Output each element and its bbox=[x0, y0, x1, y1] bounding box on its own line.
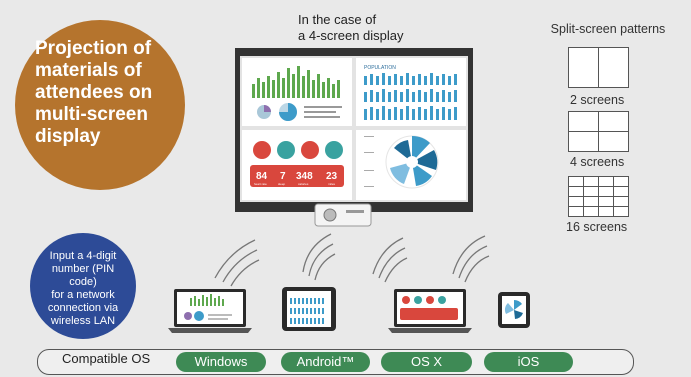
stat-value: 23 bbox=[326, 171, 338, 182]
stat-icons bbox=[253, 141, 343, 159]
projector-icon bbox=[314, 203, 372, 227]
stat-label: miles bbox=[328, 182, 336, 186]
population-people bbox=[364, 73, 457, 120]
smartphone-device bbox=[498, 292, 530, 328]
compatible-os-label: Compatible OS bbox=[62, 351, 151, 366]
projection-screen: POPULATION 84 7 348 23 heart rate sleep … bbox=[240, 56, 468, 202]
panel-population bbox=[356, 58, 466, 126]
split-screen-title: Split-screen patterns bbox=[550, 22, 666, 36]
os-pill-osx: OS X bbox=[381, 352, 472, 372]
split-label-16: 16 screens bbox=[566, 220, 628, 234]
screen-caption: In the case of a 4-screen display bbox=[298, 12, 404, 43]
pin-circle bbox=[30, 233, 136, 339]
split-label-2: 2 screens bbox=[570, 93, 625, 107]
os-pill-windows: Windows bbox=[176, 352, 266, 372]
pin-instruction: Input a 4-digit number (PIN code) for a … bbox=[47, 250, 119, 327]
population-title: POPULATION bbox=[364, 65, 396, 71]
radial-chart bbox=[385, 135, 439, 189]
os-pill-ios: iOS bbox=[484, 352, 573, 372]
laptop-device-2 bbox=[388, 289, 472, 333]
tablet-device bbox=[282, 287, 336, 331]
stat-value: 7 bbox=[280, 171, 286, 182]
wifi-waves bbox=[214, 233, 490, 287]
split-label-4: 4 screens bbox=[570, 155, 625, 169]
stat-value: 348 bbox=[296, 171, 313, 182]
stat-label: calories bbox=[298, 182, 309, 186]
green-bar-chart bbox=[252, 66, 340, 98]
headline-circle bbox=[15, 20, 185, 190]
laptop-device-1 bbox=[168, 289, 252, 333]
os-pill-android: Android™ bbox=[281, 352, 370, 372]
headline: Projection of materials of attendees on … bbox=[35, 38, 153, 147]
split-4-screens bbox=[568, 111, 629, 152]
stat-value: 84 bbox=[256, 171, 268, 182]
split-16-screens bbox=[568, 176, 629, 217]
stat-label: heart rate bbox=[254, 182, 267, 186]
stats-bar bbox=[250, 165, 344, 187]
stat-label: sleep bbox=[278, 182, 286, 186]
split-2-screens bbox=[568, 47, 629, 88]
